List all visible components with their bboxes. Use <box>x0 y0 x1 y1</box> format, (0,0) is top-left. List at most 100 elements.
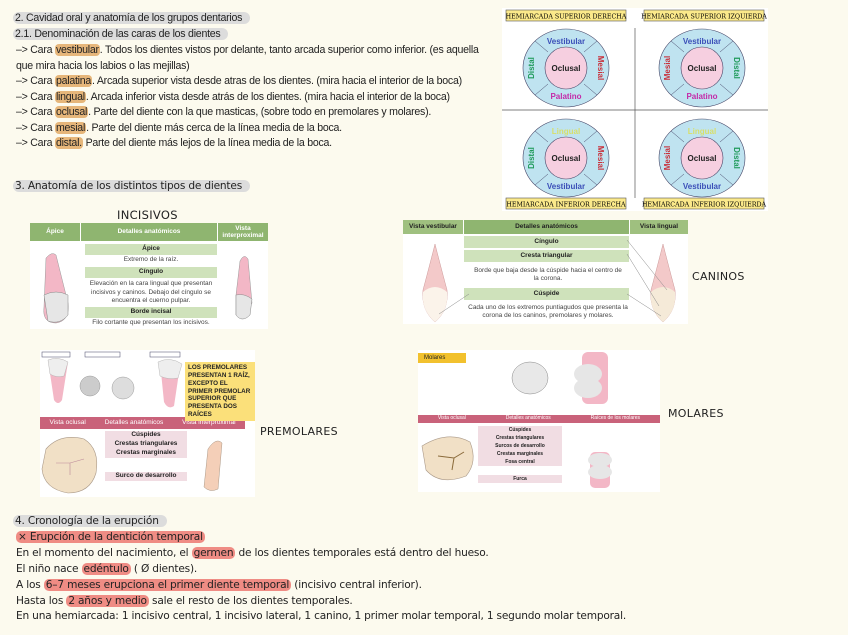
canine-illustrations <box>422 239 676 323</box>
face-mesial: –> Cara mesial. Parte del diente más cer… <box>16 122 342 134</box>
face-bottom: Palatino <box>550 92 581 101</box>
desc-apice: Extremo de la raíz. <box>123 256 179 264</box>
premolares-figure: LOS PREMOLARES PRESENTAN 1 RAÍZ, EXCEPTO… <box>40 350 255 497</box>
premolar-views-illustration <box>41 351 183 408</box>
occlusal-circle <box>544 46 588 90</box>
face-top: Lingual <box>552 127 580 136</box>
header-vista: Vista interproximal <box>218 223 268 241</box>
header-oclusal: Vista oclusal <box>437 415 466 422</box>
premolares-label: PREMOLARES <box>260 425 338 438</box>
quadrant-label-box <box>505 9 627 22</box>
face-top: Vestibular <box>683 37 721 46</box>
face-left: Mesial <box>663 146 672 170</box>
header-vestibular: Vista vestibular <box>403 220 463 234</box>
face-vestibular: –> Cara vestibular. Todos los dientes vi… <box>16 44 479 56</box>
occlusal-circle <box>680 136 724 180</box>
face-right: Mesial <box>596 56 605 80</box>
quadrant-4: HEMIARCADA INFERIOR IZQUIERDA Oclusal Ling… <box>642 118 767 210</box>
row-surcos: Surcos de desarrollo <box>478 442 562 450</box>
premolar-occlusal-illustration <box>41 437 223 494</box>
header-detalles: Detalles anatómicos <box>464 220 629 234</box>
highlight: oclusal <box>54 106 89 118</box>
face-left: Distal <box>527 57 536 79</box>
highlight: mesial <box>54 122 87 134</box>
face-oclusal: Oclusal <box>552 64 581 73</box>
row-surco: Surco de desarrollo <box>105 472 187 481</box>
erupcion-line: Hasta los 2 años y medio sale el resto d… <box>16 595 353 607</box>
face-vestibular-cont: que mira hacia los labios o las mejillas… <box>16 60 190 72</box>
row-cingulo: Cíngulo <box>464 236 629 248</box>
highlight: 2 años y medio <box>66 595 149 607</box>
erupcion-line: El niño nace edéntulo ( Ø dientes). <box>16 563 198 575</box>
molares-label: MOLARES <box>668 407 724 420</box>
quadrant-2: HEMIARCADA SUPERIOR IZQUIERDA Oclusal Vest… <box>641 9 767 108</box>
quadrant-label-box <box>505 197 627 210</box>
occlusal-circle <box>680 46 724 90</box>
header-interproximal: Vista interproximal <box>182 419 236 427</box>
face-bottom: Vestibular <box>547 182 585 191</box>
erupcion-line: En una hemiarcada: 1 incisivo central, 1… <box>16 610 627 622</box>
desc-cuspide: Cada uno de los extremos puntiagudos que… <box>468 303 628 319</box>
caninos-table: Vista vestibular Detalles anatómicos Vis… <box>403 220 688 324</box>
face-oclusal: –> Cara oclusal. Parte del diente con la… <box>16 106 432 118</box>
quadrant-1: HEMIARCADA SUPERIOR DERECHA Oclusal Vestib… <box>505 9 627 108</box>
face-left: Mesial <box>663 56 672 80</box>
face-top: Lingual <box>688 127 716 136</box>
row-crestas-triangulares: Crestas triangulares <box>478 434 562 442</box>
section-4-heading: 4. Cronología de la erupción <box>13 515 167 527</box>
face-lingual: –> Cara lingual. Arcada inferior vista d… <box>16 91 450 103</box>
section-2-heading: 2. Cavidad oral y anatomía de los grupos… <box>13 12 251 24</box>
quadrant-label-box <box>643 9 765 22</box>
header-raices: Raíces de los molares <box>590 415 641 422</box>
highlight: palatina <box>54 75 93 87</box>
row-furca: Furca <box>478 475 562 483</box>
face-palatina: –> Cara palatina. Arcada superior vista … <box>16 75 462 87</box>
section-3-heading: 3. Anatomía de los distintos tipos de di… <box>13 180 251 192</box>
face-oclusal: Oclusal <box>688 154 717 163</box>
header-apice: Ápice <box>30 223 80 241</box>
dental-faces-svg: HEMIARCADA SUPERIOR DERECHAOclusalVestib… <box>502 9 768 210</box>
occlusal-circle <box>544 136 588 180</box>
incisor-illustrations <box>43 253 253 324</box>
header-detalles: Detalles anatómicos <box>81 223 217 241</box>
quadrant-label: HEMIARCADA SUPERIOR IZQUIERDA <box>641 14 767 21</box>
section-4-subtitle: × Erupción de la dentición temporal <box>16 531 205 543</box>
face-oclusal: Oclusal <box>688 64 717 73</box>
row-cuspides: Cúspides <box>105 431 187 440</box>
row-apice: Ápice <box>85 244 217 255</box>
desc-borde-incisal: Filo cortante que presentan los incisivo… <box>92 319 210 327</box>
quadrant-label: HEMIARCADA SUPERIOR DERECHA <box>506 14 627 21</box>
face-right: Mesial <box>596 146 605 170</box>
highlight: edéntulo <box>81 563 131 575</box>
face-left: Distal <box>527 147 536 169</box>
face-bottom: Vestibular <box>683 182 721 191</box>
face-distal: –> Cara distal. Parte del diente más lej… <box>16 137 332 149</box>
incisivos-table: Ápice Detalles anatómicos Vista interpro… <box>30 223 268 329</box>
highlight: lingual <box>54 91 86 103</box>
row-borde-incisal: Borde incisal <box>85 307 217 318</box>
face-oclusal: Oclusal <box>552 154 581 163</box>
erupcion-line: A los 6–7 meses erupciona el primer dien… <box>16 579 422 591</box>
highlight: 6–7 meses erupciona el primer diente tem… <box>43 579 292 591</box>
face-top: Vestibular <box>547 37 585 46</box>
header-oclusal: Vista oclusal <box>49 419 86 427</box>
face-right: Distal <box>732 147 741 169</box>
erupcion-line: En el momento del nacimiento, el germen … <box>16 547 489 559</box>
quadrant-3: HEMIARCADA INFERIOR DERECHA Oclusal Lingua… <box>505 118 627 210</box>
row-crestas-marginales: Crestas marginales <box>105 449 187 458</box>
molares-tag: Molares <box>418 353 466 363</box>
incisivos-label: INCISIVOS <box>117 208 178 222</box>
highlight: vestibular <box>54 44 100 56</box>
row-cuspide: Cúspide <box>464 288 629 300</box>
header-detalles: Detalles anatómicos <box>104 419 164 427</box>
quadrant-label: HEMIARCADA INFERIOR IZQUIERDA <box>642 202 767 209</box>
face-bottom: Palatino <box>686 92 717 101</box>
desc-cresta: Borde que baja desde la cúspide hacia el… <box>474 266 622 282</box>
header-lingual: Vista lingual <box>630 220 688 234</box>
quadrant-label: HEMIARCADA INFERIOR DERECHA <box>506 202 626 209</box>
row-fosa-central: Fosa central <box>478 458 562 466</box>
premolar-roots-note: LOS PREMOLARES PRESENTAN 1 RAÍZ, EXCEPTO… <box>185 362 255 422</box>
